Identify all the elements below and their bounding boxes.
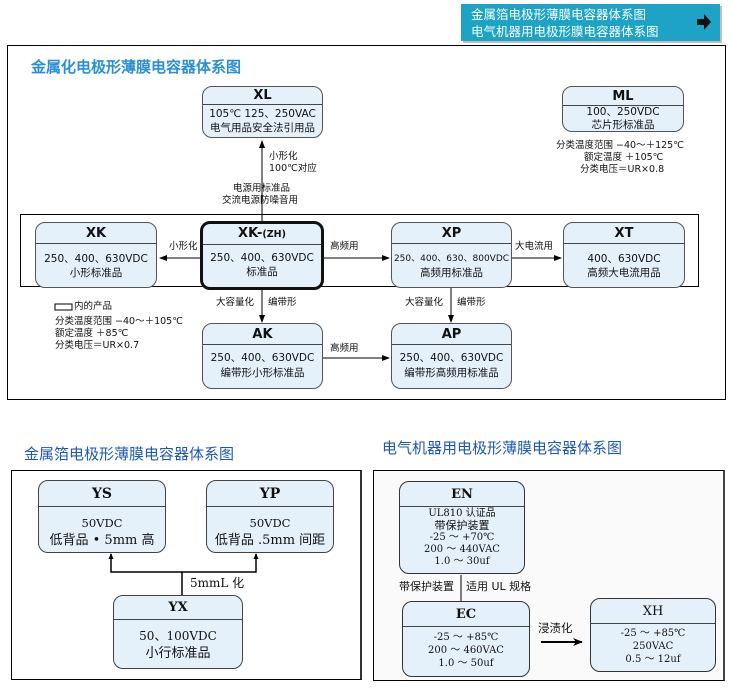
standard-products-group-frame [20,214,699,287]
ml-note-rated-temp: 额定温度 ＋105℃ [584,152,664,163]
node-xl-spec: 105℃ 125、250VAC [209,108,316,120]
node-ys[interactable]: YS 50VDC 低背品 • 5mm 高 [38,480,166,553]
label-xl-miniaturize: 小形化 [269,151,298,162]
label-ak-large-capacity: 大容量化 [216,297,255,308]
node-ys-name: YS [39,481,165,507]
label-xl-100c: 100℃对应 [269,163,317,174]
node-ap-desc: 编带形高频用标准品 [404,367,499,379]
node-ys-spec: 50VDC [81,516,123,530]
node-ak-spec: 250、400、630VDC [210,352,315,364]
node-xk-zh-name: XK- [238,226,263,241]
node-xl[interactable]: XL 105℃ 125、250VAC 电气用品安全法引用品 [202,86,323,138]
node-xh-temp: -25 ～ +85℃ [620,628,686,639]
node-yx-name: YX [114,596,242,620]
label-xp-high-freq: 高频用 [330,241,359,252]
node-xk-spec: 250、400、630VDC [44,253,148,265]
node-xp-name: XP [392,223,511,244]
node-ak-desc: 编带形小形标准品 [220,367,305,379]
node-en[interactable]: EN UL810 认证品 带保护装置 -25 ～ +70℃ 200 ～ 440V… [399,481,525,574]
node-xl-desc: 电气用品安全法引用品 [210,122,315,134]
node-xk-zh-desc: 标准品 [246,266,278,278]
node-xk-zh-spec: 250、400、630VDC [210,252,314,264]
label-ac-noise: 交流电源防噪音用 [222,195,299,206]
label-ap-taped: 编带形 [457,297,486,308]
node-ap[interactable]: AP 250、400、630VDC 编带形高频用标准品 [391,323,512,389]
node-ec-capacitance: 1.0 ～ 50uf [438,658,494,669]
node-xh-name: XH [591,599,715,624]
node-xp-desc: 高频用标准品 [420,267,483,279]
ml-note-category-voltage: 分类电压＝UR×0.8 [580,164,665,175]
label-with-protection: 带保护装置 [399,580,454,593]
node-en-temp: -25 ～ +70℃ [429,532,495,543]
nav-link-electrical-system[interactable]: 电气机器用电极形膜电容器体系图 [471,24,659,39]
legend-note-category-voltage: 分类电压＝UR×0.7 [55,340,140,351]
node-xk-zh[interactable]: XK-(ZH) 250、400、630VDC 标准品 [200,221,324,290]
node-ec-name: EC [403,602,529,627]
metallized-system-title: 金属化电极形薄膜电容器体系图 [31,58,242,76]
node-yx-spec: 50、100VDC [139,629,217,643]
label-ap-large-capacity: 大容量化 [405,297,444,308]
node-xl-name: XL [203,87,322,105]
foil-system-title: 金属箔电极形薄膜电容器体系图 [24,445,235,463]
system-nav-banner[interactable]: 金属箔电极形薄膜电容器体系图 电气机器用电极形膜电容器体系图 [461,4,720,41]
node-en-cert: UL810 认证品 [428,508,496,519]
node-yp-desc: 低背品 .5mm 间距 [214,533,326,548]
node-xk-zh-suffix: (ZH) [262,229,286,240]
legend-box-label: 内的产品 [74,301,113,312]
node-en-voltage: 200 ～ 440VAC [424,544,500,555]
arrow-right-icon[interactable] [696,13,712,31]
legend-note-temp-range: 分类温度范围 −40～＋105℃ [55,316,183,327]
label-ak-taped: 编带形 [268,297,297,308]
node-xt-name: XT [564,223,684,244]
nav-link-foil-system[interactable]: 金属箔电极形薄膜电容器体系图 [471,7,647,22]
node-en-protection: 带保护装置 [434,519,490,532]
node-ml-name: ML [563,87,683,106]
node-xp[interactable]: XP 250、400、630、800VDC 高频用标准品 [391,222,512,288]
node-ec[interactable]: EC -25 ～ +85℃ 200 ～ 460VAC 1.0 ～ 50uf [402,601,530,677]
node-ak-name: AK [203,324,322,345]
node-ec-voltage: 200 ～ 460VAC [428,645,504,656]
node-yp-spec: 50VDC [249,516,291,530]
node-ml-desc: 芯片形标准品 [591,119,655,131]
node-en-capacitance: 1.0 ～ 30uf [434,556,490,567]
node-yx[interactable]: YX 50、100VDC 小行标准品 [113,595,243,669]
ml-note-temp-range: 分类温度范围 −40～＋125℃ [556,140,684,151]
node-xk-name: XK [36,223,156,244]
label-ap-high-freq: 高频用 [330,343,359,354]
node-xk[interactable]: XK 250、400、630VDC 小形标准品 [35,222,157,288]
label-impregnated: 浸渍化 [538,621,573,635]
node-yp[interactable]: YP 50VDC 低背品 .5mm 间距 [206,480,334,553]
node-ap-spec: 250、400、630VDC [399,352,504,364]
node-yp-name: YP [207,481,333,507]
label-5mml: 5mmL 化 [190,576,245,590]
metallized-system-frame [7,45,726,400]
node-ak[interactable]: AK 250、400、630VDC 编带形小形标准品 [202,323,323,389]
label-ul-compliant: 适用 UL 规格 [466,580,532,593]
electrical-system-title: 电气机器用电极形薄膜电容器体系图 [382,439,623,457]
node-xt-spec: 400、630VDC [587,253,661,265]
node-xt[interactable]: XT 400、630VDC 高频大电流用品 [563,222,685,288]
node-ml-spec: 100、250VDC [586,106,660,118]
label-power-standard: 电源用标准品 [233,183,291,194]
node-xh-capacitance: 0.5 ～ 12uf [625,654,681,665]
node-ml[interactable]: ML 100、250VDC 芯片形标准品 [562,86,684,132]
node-xh-voltage: 250VAC [632,641,674,652]
label-xk-miniaturize: 小形化 [169,241,198,252]
node-en-name: EN [400,482,524,507]
node-yx-desc: 小行标准品 [145,646,211,661]
node-ys-desc: 低背品 • 5mm 高 [49,533,155,548]
label-xt-high-current: 大电流用 [515,241,554,252]
node-ap-name: AP [392,324,511,345]
node-xp-spec: 250、400、630、800VDC [393,254,510,264]
legend-note-rated-temp: 额定温度 ＋85℃ [55,328,129,339]
node-xh[interactable]: XH -25 ～ +85℃ 250VAC 0.5 ～ 12uf [590,598,716,672]
node-xk-desc: 小形标准品 [69,267,123,279]
foil-system-frame [11,470,362,680]
node-xt-desc: 高频大电流用品 [587,267,661,279]
node-ec-temp: -25 ～ +85℃ [433,632,499,643]
